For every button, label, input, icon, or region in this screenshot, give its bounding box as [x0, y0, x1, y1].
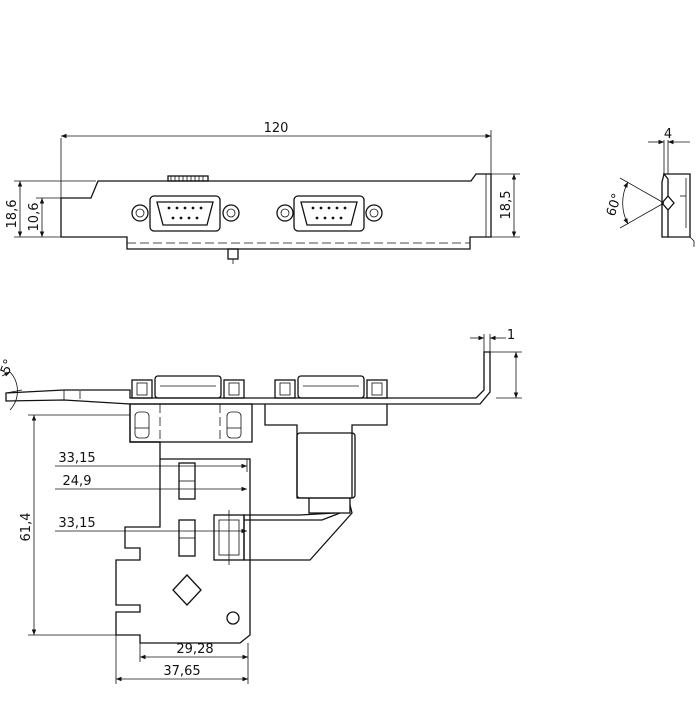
dim-right-height: 18,5 — [499, 191, 514, 220]
dim-tilt-angle: 5° — [0, 357, 17, 376]
dim-width-b: 37,65 — [163, 664, 200, 679]
bracket-side-view: 4 60° — [604, 127, 695, 247]
dim-side-angle: 60° — [604, 192, 625, 219]
dim-fold-thickness: 1 — [507, 328, 515, 343]
dim-offset-b: 24,9 — [63, 474, 92, 489]
card-assembly-view: 1 5° — [0, 328, 522, 684]
bracket-front-view: 120 — [5, 121, 520, 264]
dim-total-height: 61,4 — [19, 513, 34, 542]
chip — [172, 574, 202, 606]
dim-offset-a: 33,15 — [58, 451, 95, 466]
dim-width-a: 29,28 — [176, 642, 213, 657]
dim-bracket-height: 18,6 — [5, 200, 20, 229]
db9-connector-right — [276, 195, 383, 232]
dim-offset-c: 33,15 — [58, 516, 95, 531]
dim-side-width: 4 — [664, 127, 672, 142]
dim-top-width: 120 — [264, 121, 289, 136]
dim-tab-height: 10,6 — [27, 203, 42, 232]
db9-connector-left — [131, 195, 240, 232]
pin-header — [167, 175, 209, 182]
